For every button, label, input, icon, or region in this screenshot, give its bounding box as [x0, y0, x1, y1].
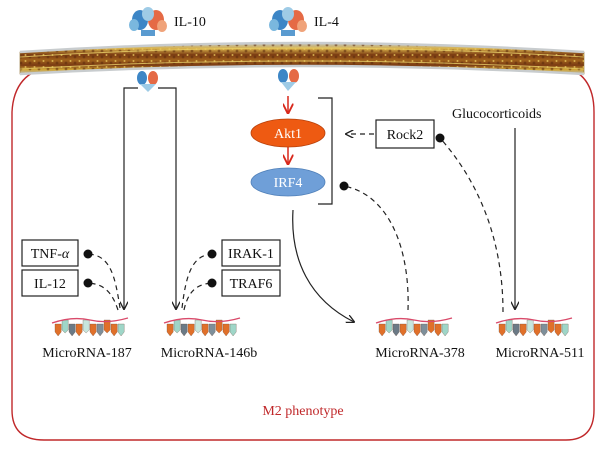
cell-boundary: [11, 65, 595, 441]
il12-inhibition-dot: [83, 278, 93, 288]
microrna-nucleotide: [68, 323, 76, 337]
akt1-irf4-bracket: [318, 97, 333, 205]
traf6-box: [221, 269, 281, 297]
microrna-nucleotide: [434, 323, 442, 337]
rock2-box: [375, 119, 435, 149]
tnf-alpha-box: [21, 239, 79, 267]
rock2-inhibition-dot: [435, 133, 445, 143]
tnf-alpha-label: TNF-α: [31, 247, 70, 262]
microrna-nucleotide: [378, 323, 386, 337]
il4-label: IL-4: [314, 15, 339, 30]
microrna-511-label: MicroRNA-511: [496, 346, 585, 361]
microrna-nucleotide: [561, 323, 569, 337]
microrna-nucleotide: [187, 323, 195, 337]
microrna-backbone: [495, 317, 573, 324]
irak1-inhibition-dot: [207, 249, 217, 259]
microrna-nucleotide: [526, 319, 534, 334]
microrna-nucleotide: [110, 323, 118, 337]
microrna-nucleotide: [406, 319, 414, 334]
microrna-nucleotide: [61, 319, 69, 334]
cell-membrane: [19, 41, 585, 76]
microrna-nucleotide: [540, 323, 548, 337]
microrna-nucleotide: [75, 323, 83, 337]
microrna-146b-glyph: [163, 317, 241, 337]
microrna-nucleotide: [180, 323, 188, 337]
microrna-backbone: [163, 317, 241, 324]
glucocorticoids-label: Glucocorticoids: [452, 107, 541, 122]
microrna-nucleotide: [554, 323, 562, 337]
microrna-nucleotide: [385, 319, 393, 334]
mir187-inhibits-tnf-alpha: [87, 253, 121, 309]
microrna-nucleotide: [117, 323, 125, 337]
akt1-label: Akt1: [274, 127, 302, 142]
irf4-inhibition-dot: [339, 181, 349, 191]
microrna-187-glyph: [51, 317, 129, 337]
microrna-nucleotide: [222, 323, 230, 337]
microrna-backbone: [51, 317, 129, 324]
il10-label: IL-10: [174, 15, 206, 30]
microrna-nucleotide: [194, 319, 202, 334]
il4-receptor-protein: [269, 7, 307, 91]
mir146b-inhibits-traf6: [183, 282, 213, 311]
il12-box: [21, 269, 79, 297]
microrna-nucleotide: [533, 323, 541, 337]
microrna-nucleotide: [413, 323, 421, 337]
tnf-alpha-inhibition-dot: [83, 249, 93, 259]
il10-signal-arrows: [124, 87, 176, 309]
microrna-nucleotide: [89, 323, 97, 337]
microrna-nucleotide: [392, 323, 400, 337]
irf4-node: [250, 167, 326, 197]
microrna-nucleotide: [441, 323, 449, 337]
microrna-nucleotide: [420, 323, 428, 337]
microrna-backbone: [375, 317, 453, 324]
microrna-511-glyph: [495, 317, 573, 337]
microrna-146b-label: MicroRNA-146b: [161, 346, 257, 361]
microrna-nucleotide: [547, 319, 555, 334]
microrna-nucleotide: [215, 319, 223, 334]
microrna-nucleotide: [96, 323, 104, 337]
akt1-node: [250, 118, 326, 148]
traf6-label: TRAF6: [230, 277, 273, 292]
microrna-nucleotide: [103, 319, 111, 334]
microrna-nucleotide: [505, 319, 513, 334]
mir511-inhibits-rock2: [439, 137, 504, 313]
microrna-nucleotide: [229, 323, 237, 337]
rock2-label: Rock2: [387, 128, 424, 143]
microrna-187-label: MicroRNA-187: [42, 346, 131, 361]
microrna-nucleotide: [208, 323, 216, 337]
m2-phenotype-label: M2 phenotype: [262, 404, 343, 419]
microrna-nucleotide: [399, 323, 407, 337]
microrna-nucleotide: [427, 319, 435, 334]
microrna-nucleotide: [82, 319, 90, 334]
irak1-box: [221, 239, 281, 267]
microrna-nucleotide: [166, 323, 174, 337]
microrna-378-label: MicroRNA-378: [375, 346, 464, 361]
irf4-to-mir378-arrow: [292, 209, 354, 322]
mir187-inhibits-il12: [87, 282, 119, 311]
mir146b-inhibits-irak1: [181, 253, 213, 309]
irf4-label: IRF4: [274, 176, 303, 191]
il10-receptor-protein: [129, 7, 167, 92]
il12-label: IL-12: [34, 277, 66, 292]
microrna-nucleotide: [201, 323, 209, 337]
microrna-nucleotide: [498, 323, 506, 337]
microrna-nucleotide: [54, 323, 62, 337]
irak1-label: IRAK-1: [228, 247, 274, 262]
microrna-nucleotide: [519, 323, 527, 337]
microrna-378-glyph: [375, 317, 453, 337]
microrna-nucleotide: [512, 323, 520, 337]
traf6-inhibition-dot: [207, 278, 217, 288]
mir378-inhibits-irf4: [343, 185, 409, 311]
microrna-nucleotide: [173, 319, 181, 334]
